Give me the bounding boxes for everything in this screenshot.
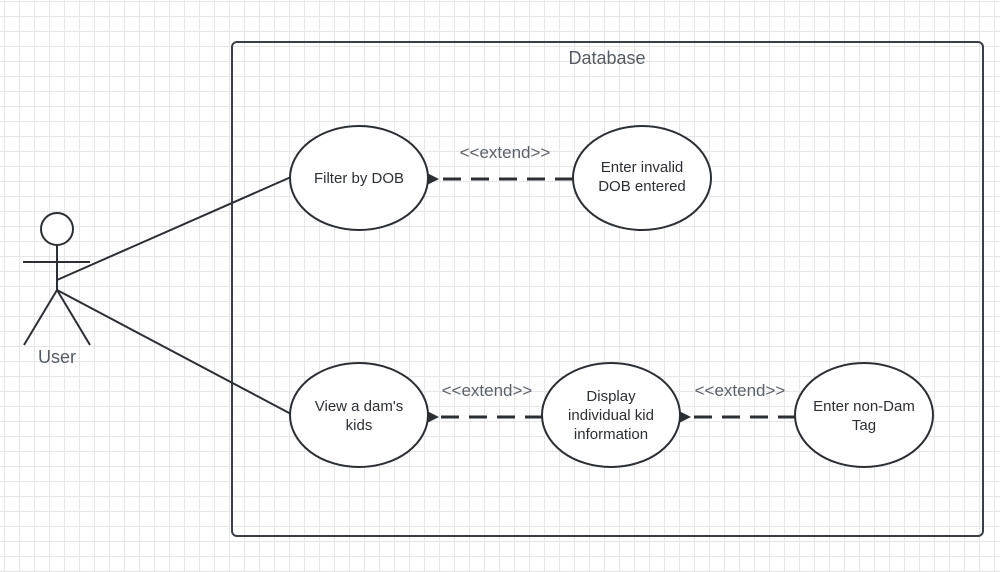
actor-user[interactable]: User (23, 212, 91, 367)
use-case-ellipse (289, 362, 429, 468)
use-case-label-line1: Display (586, 388, 636, 405)
use-case-label-line1: Enter non-Dam (813, 398, 915, 415)
use-case-ellipse (289, 125, 429, 231)
use-case-label-line2: DOB entered (598, 178, 686, 195)
actor-right-leg (56, 289, 91, 346)
use-case-ellipse (794, 362, 934, 468)
use-case-label-line1: Enter invalid (601, 159, 684, 176)
use-case-label: Filter by DOB (314, 170, 404, 187)
use-case-label-line2: Tag (852, 417, 876, 434)
use-case-invalid-dob[interactable]: Enter invalid DOB entered (572, 125, 712, 231)
system-boundary[interactable] (231, 41, 984, 537)
use-case-label-line1: View a dam's (315, 398, 403, 415)
actor-label: User (38, 347, 76, 367)
use-case-label-line2: individual kid (568, 407, 654, 424)
use-case-display-kid[interactable]: Display individual kid information (541, 362, 681, 468)
association-view-kids[interactable] (56, 289, 292, 415)
use-case-ellipse (541, 362, 681, 468)
actor-head (40, 212, 74, 246)
use-case-non-dam-tag[interactable]: Enter non-Dam Tag (794, 362, 934, 468)
use-case-label-line3: information (574, 426, 648, 443)
use-case-filter-by-dob[interactable]: Filter by DOB (289, 125, 429, 231)
extend-label-dob: <<extend>> (460, 143, 551, 162)
system-title: Database (568, 48, 645, 68)
extend-label-tag: <<extend>> (695, 381, 786, 400)
association-filter-by-dob[interactable] (56, 176, 292, 281)
extend-label-display: <<extend>> (442, 381, 533, 400)
use-case-label-line2: kids (346, 417, 373, 434)
actor-left-leg (23, 289, 58, 346)
use-case-view-kids[interactable]: View a dam's kids (289, 362, 429, 468)
use-case-ellipse (572, 125, 712, 231)
